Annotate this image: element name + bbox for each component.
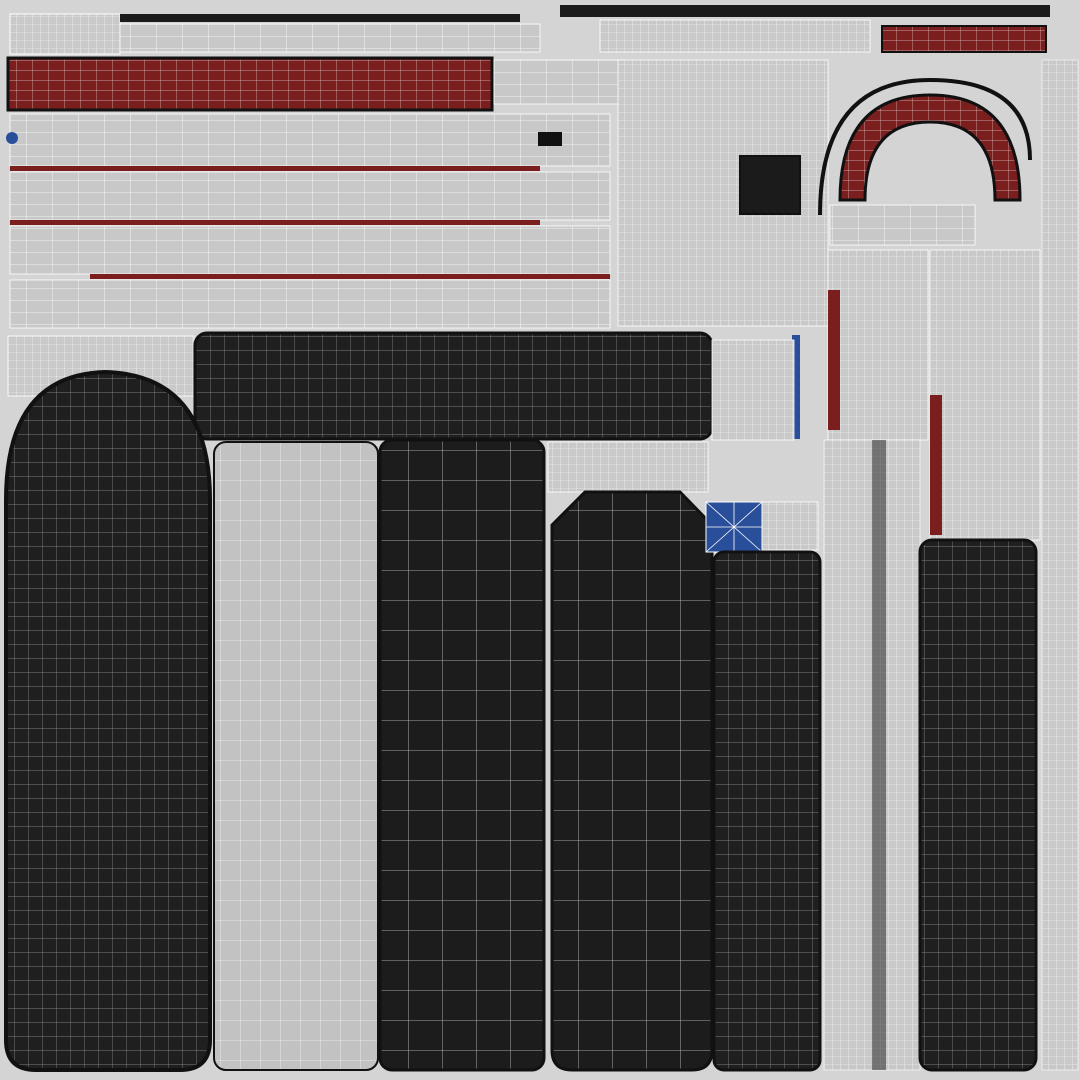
panel-row-2 — [9, 171, 611, 221]
dark-marker — [538, 132, 562, 146]
top-panel-strip — [119, 23, 541, 53]
top-left-chunk — [9, 13, 121, 55]
blue-vertical-strip — [792, 335, 800, 439]
red-stripe-1 — [10, 166, 540, 171]
tapered-panel-dark — [550, 490, 714, 1072]
red-vertical-strip-b — [930, 395, 942, 535]
panel-row-1 — [9, 113, 611, 167]
red-stripe-top — [6, 56, 494, 112]
arch-outline — [818, 77, 1032, 216]
blue-marker — [6, 132, 18, 144]
red-corner-piece — [881, 25, 1047, 53]
right-panel-dark — [918, 538, 1038, 1072]
blue-square-lines — [705, 501, 763, 553]
red-arch — [838, 93, 1022, 202]
narrow-panel-dark — [712, 550, 822, 1072]
mid-small-panel — [711, 339, 795, 441]
top-small-grid — [599, 19, 871, 53]
right-mid-grid — [827, 249, 929, 441]
floor-panel-dark — [378, 438, 546, 1072]
red-vertical-strip-a — [828, 290, 840, 430]
top-wide-panel-dark — [193, 331, 714, 441]
top-dark-strip — [120, 14, 520, 22]
red-stripe-3 — [90, 274, 610, 279]
dark-small-block — [739, 155, 801, 215]
panel-row-3 — [9, 225, 611, 275]
roof-panel-light — [213, 441, 379, 1071]
panel-beside-red-top — [493, 59, 625, 105]
arch-base-panel — [829, 204, 976, 246]
hull-side-panel-left — [4, 369, 212, 1072]
far-right-strip — [1041, 59, 1079, 1071]
mid-under-panel — [547, 441, 709, 493]
red-stripe-2 — [10, 220, 540, 225]
right-tall-grid — [929, 249, 1041, 541]
blue-side-grid — [761, 501, 819, 551]
panel-row-4 — [9, 279, 611, 329]
top-dark-bar — [560, 5, 1050, 17]
ladder-dark-rail — [872, 440, 886, 1070]
